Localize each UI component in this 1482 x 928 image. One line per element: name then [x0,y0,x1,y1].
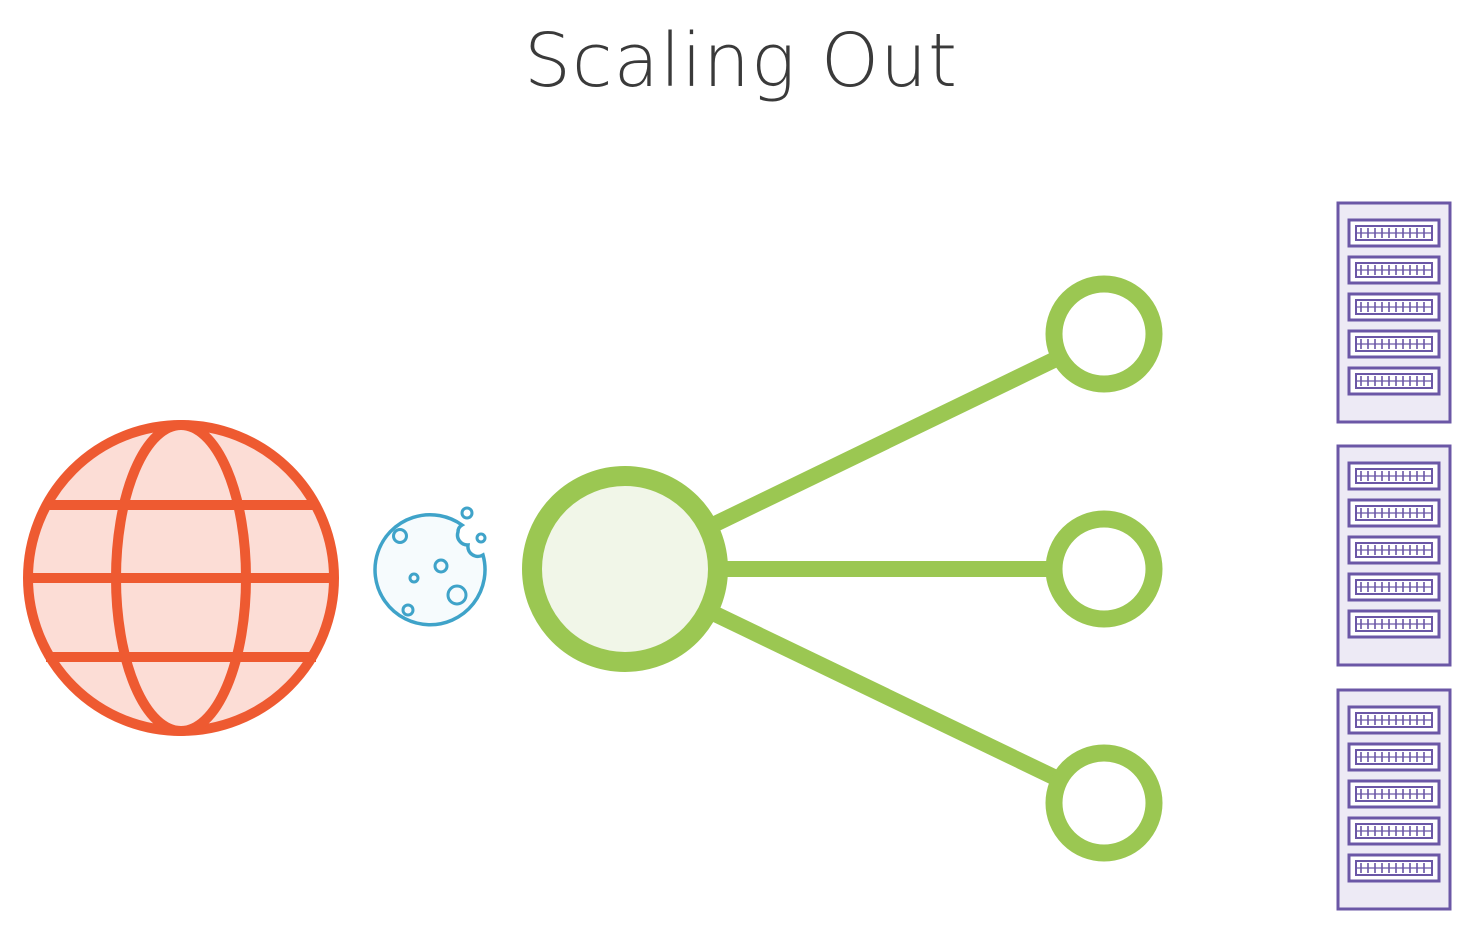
drive-bay [1347,853,1441,883]
drive-bay [1347,609,1441,639]
endpoint-node [1045,744,1163,862]
drive-bay [1347,498,1441,528]
drive-bay [1347,779,1441,809]
globe-icon [23,420,339,736]
endpoint-node [1045,510,1163,628]
drive-bay [1347,366,1441,396]
cookie-icon [373,506,487,627]
drive-bay [1347,255,1441,285]
server-racks [1336,201,1452,911]
drive-bay [1347,572,1441,602]
server-rack-icon [1336,201,1452,424]
slide-title: Scaling Out [523,18,959,104]
drive-bay [1347,535,1441,565]
drive-bay [1347,292,1441,322]
endpoint-node [1045,275,1163,393]
hub-node [522,466,728,672]
drive-bay [1347,705,1441,735]
drive-bay [1347,816,1441,846]
server-rack-icon [1336,444,1452,667]
drive-bay [1347,461,1441,491]
drive-bay [1347,329,1441,359]
drive-bay [1347,218,1441,248]
load-balancer-hub [522,275,1163,862]
server-rack-icon [1336,688,1452,911]
drive-bay [1347,742,1441,772]
